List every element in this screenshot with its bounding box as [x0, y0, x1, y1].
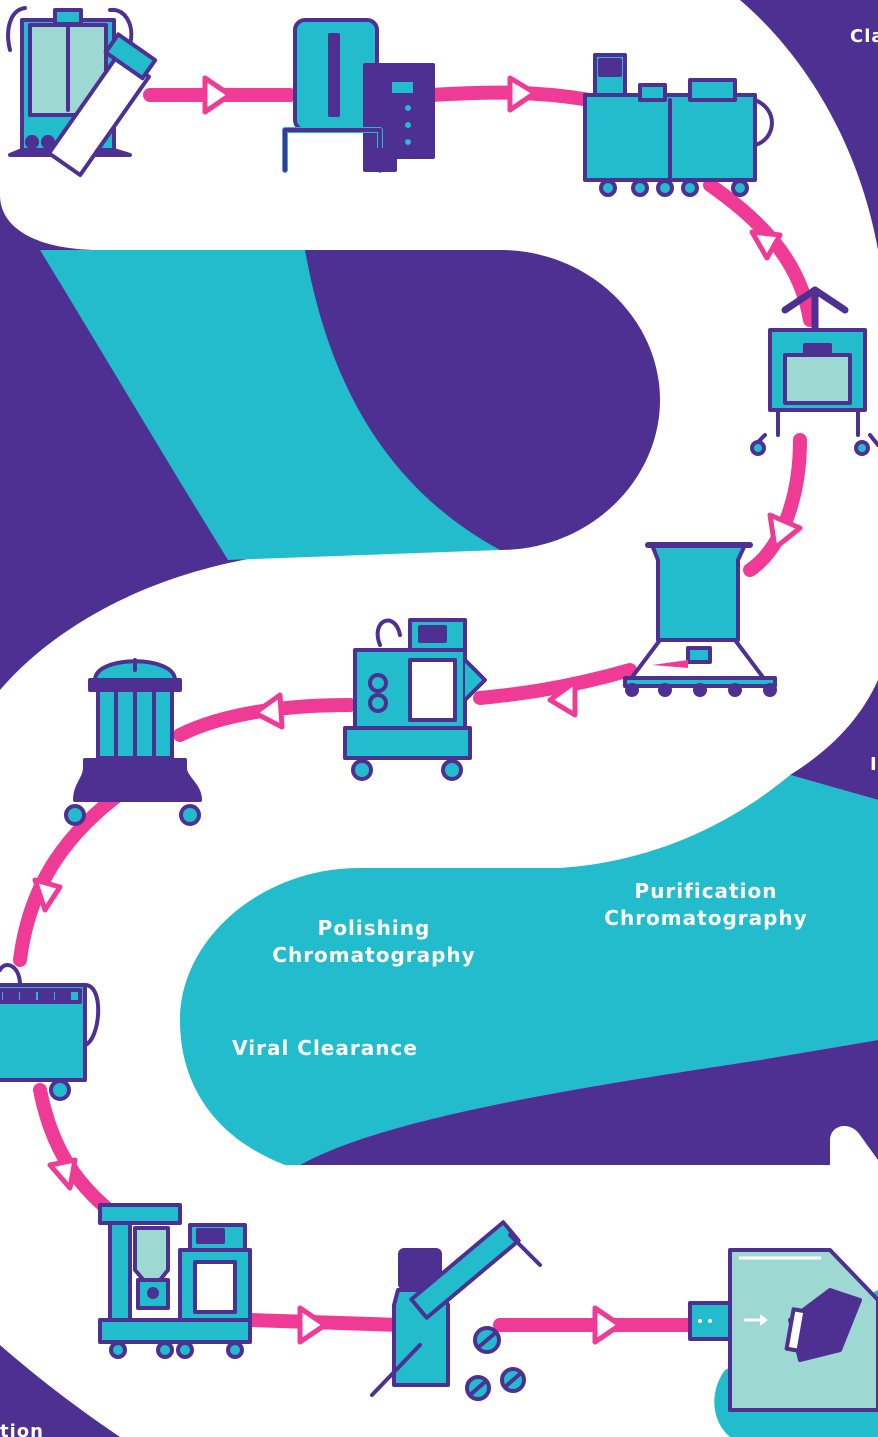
holding-tank-icon [623, 542, 777, 697]
flow-arrow-1 [202, 75, 233, 115]
flow-arrow-2 [507, 75, 538, 113]
harvest-skid-icon [583, 53, 774, 197]
label-viral-clearance: Viral Clearance [232, 1036, 418, 1060]
flow-arrow-8 [47, 1157, 78, 1191]
label-polishing-line2: Chromatography [272, 943, 475, 967]
label-top-right-fragment: Cla [850, 26, 878, 47]
bg-white-notch [830, 1125, 878, 1165]
label-polishing-line1: Polishing [318, 916, 431, 940]
bg-purple-top-right [740, 0, 878, 250]
label-purification-line1: Purification [635, 879, 778, 903]
chromatography-skid-icon [343, 618, 487, 781]
label-purification-line2: Chromatography [604, 906, 807, 930]
flow-arrow-4 [767, 512, 803, 551]
vial-syringe-pills-icon [370, 1220, 542, 1401]
ufdf-skid-icon [98, 1203, 252, 1359]
flow-arrow-6 [252, 692, 285, 730]
bioreactor-tank-icon [282, 18, 435, 173]
bg-purple-right [790, 680, 878, 800]
filter-housing-icon [64, 658, 202, 826]
bioreactor-with-tube-icon [6, 6, 158, 178]
depth-filter-press-icon [750, 286, 878, 456]
flow-arrows [32, 75, 803, 1345]
flow-arrow-3 [749, 229, 783, 261]
viral-filtration-cart-icon [0, 963, 101, 1101]
bg-purple-bottom-left [0, 1345, 120, 1437]
flow-arrow-7 [32, 877, 63, 913]
bg-teal-lower [180, 775, 878, 1165]
label-bottom-left-fragment: tion [0, 1421, 44, 1437]
glovebox-fill-icon [688, 1248, 878, 1412]
bg-purple-lower [300, 1040, 878, 1165]
flow-arrow-10 [592, 1305, 623, 1345]
bg-teal-stripe [40, 250, 500, 560]
flow-arrow-9 [297, 1305, 328, 1345]
flow-arrow-5 [547, 679, 578, 718]
label-right-edge-fragment: I [870, 754, 878, 775]
